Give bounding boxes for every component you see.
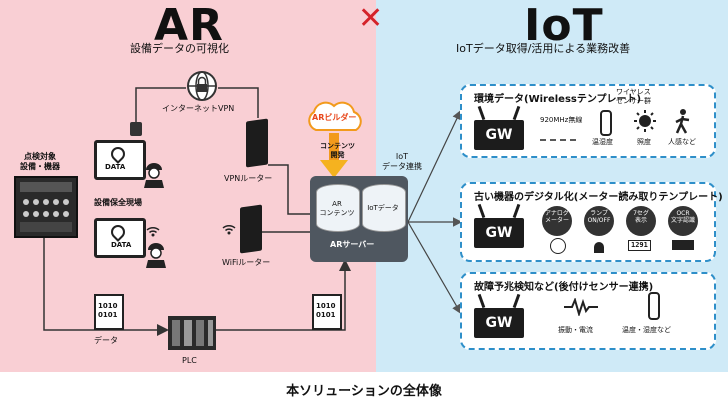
iot-line-1 [407, 109, 462, 223]
location-pin-icon [108, 144, 128, 164]
data-document-icon-1: 1010 0101 [94, 294, 124, 330]
wireless-label: 920MHz無線 [540, 116, 583, 124]
seven-seg-label: 7セグ 表示 [633, 210, 649, 224]
location-pin-icon-2 [108, 222, 128, 242]
alarm-lamp-icon [592, 238, 606, 253]
env-item-light: 照度 [637, 138, 651, 146]
wifi-icon-2 [222, 220, 236, 235]
seven-seg-item: 7セグ 表示 [626, 206, 656, 236]
predictive-card-title: 故障予兆検知など(後付けセンサー連携) [474, 282, 654, 293]
ocr-item: OCR 文字認識 [668, 206, 698, 236]
cross-icon: ✕ [358, 1, 384, 36]
person-walking-icon [674, 108, 692, 134]
vibration-wave-icon [564, 297, 598, 318]
env-data-card: 環境データ(Wirelessテンプレート) GW 920MHz無線 ワイヤレス … [460, 84, 716, 158]
connector-lines [43, 87, 463, 336]
ar-server-label: ARサーバー [330, 240, 375, 249]
iot-data-db-label: IoTデータ [367, 204, 399, 212]
iot-line-3 [407, 221, 462, 315]
ocr-text-icon [672, 240, 694, 250]
wifi-router-label: WiFiルーター [222, 258, 271, 267]
env-item-temp: 温湿度 [592, 138, 613, 146]
sun-icon [634, 110, 656, 132]
analog-meter-label: アナログ メーター [544, 210, 569, 224]
analog-meter-item: アナログ メーター [542, 206, 572, 236]
iot-link-label: IoT データ連携 [382, 152, 422, 171]
router-server-line [268, 164, 312, 215]
target-label: 点検対象 設備・機器 [20, 152, 60, 171]
figure-caption: 本ソリューションの全体像 [286, 384, 442, 399]
vpn-router-label: VPNルーター [224, 174, 273, 183]
env-card-title: 環境データ(Wirelessテンプレート) [474, 94, 642, 105]
lamp-item: ランプ ON/OFF [584, 206, 614, 236]
binary-label-2: 1010 0101 [316, 302, 336, 319]
builder-arrow-head [320, 160, 348, 178]
meter-reading-card: 古い機器のデジタル化(メーター読み取りテンプレート) GW アナログ メーター … [460, 182, 723, 262]
worker-icon-2 [144, 240, 168, 268]
wifi-icon-1 [146, 222, 160, 237]
ocr-label: OCR 文字認識 [670, 210, 695, 224]
gateway-icon-3: GW [474, 308, 524, 338]
predictive-item-vibration: 振動・電流 [558, 326, 593, 334]
binary-label-1: 1010 0101 [98, 302, 118, 319]
sensor-group-label: ワイヤレス センサー群 [616, 88, 651, 105]
tablet-icon-1: DATA [94, 140, 146, 180]
site-label: 設備保全現場 [94, 198, 142, 207]
seven-seg-display: 1291 [628, 240, 651, 251]
radio-wave-icon [540, 128, 580, 141]
data-label: データ [94, 336, 118, 345]
ar-subtitle: 設備データの可視化 [130, 42, 229, 55]
iot-title: IoT [524, 0, 604, 51]
thermometer-icon-2 [648, 292, 660, 320]
gateway-icon-1: GW [474, 120, 524, 150]
globe-lock-icon [186, 70, 218, 102]
equipment-cabinet-icon [14, 176, 78, 238]
tablet-data-label-1: DATA [105, 163, 126, 171]
vpn-line-left [135, 87, 186, 122]
env-item-motion: 人感など [668, 138, 696, 146]
gateway-icon-2: GW [474, 218, 524, 248]
data-document-icon-2: 1010 0101 [312, 294, 342, 330]
iot-subtitle: IoTデータ取得/活用による業務改善 [456, 42, 631, 55]
internet-vpn-label: インターネットVPN [162, 104, 235, 113]
meter-card-title: 古い機器のデジタル化(メーター読み取りテンプレート) [474, 192, 723, 203]
vpn-router-icon [246, 118, 268, 168]
plc-label: PLC [182, 356, 197, 365]
cloud-icon [304, 100, 366, 134]
vpn-line-right [218, 87, 259, 118]
tablet-icon-2: DATA [94, 218, 146, 258]
thermometer-icon-1 [600, 110, 612, 136]
lamp-label: ランプ ON/OFF [587, 210, 611, 224]
plc-server-line [216, 259, 351, 331]
equipment-plc-line [43, 235, 169, 336]
iot-data-db-icon [362, 184, 406, 232]
predictive-card: 故障予兆検知など(後付けセンサー連携) GW 振動・電流 温度・湿度など [460, 272, 716, 350]
ar-builder-label: ARビルダー [312, 113, 357, 122]
worker-icon-1 [142, 160, 166, 188]
sim-card-icon [130, 122, 142, 136]
wifi-router-icon [240, 204, 262, 254]
plc-icon [168, 316, 216, 350]
ar-title: AR [154, 0, 224, 51]
gauge-icon [550, 238, 566, 254]
tablet-data-label-2: DATA [111, 241, 132, 249]
predictive-item-temp: 温度・湿度など [622, 326, 671, 334]
content-dev-label: コンテンツ 開発 [320, 142, 355, 159]
ar-contents-db-icon [316, 184, 360, 232]
ar-contents-label: AR コンテンツ [319, 200, 355, 217]
